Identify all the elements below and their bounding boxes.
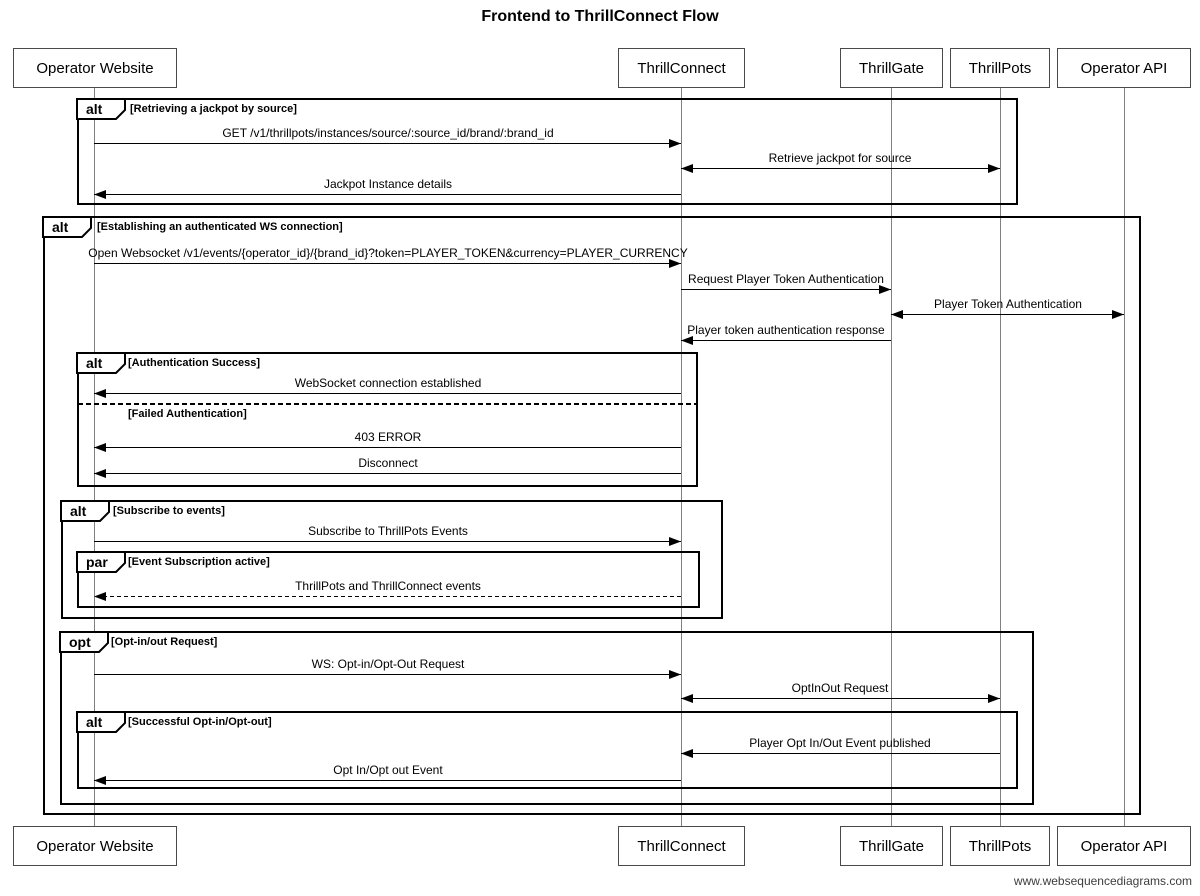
diagram-title: Frontend to ThrillConnect Flow: [481, 8, 719, 25]
frame-tab: [42, 216, 92, 238]
arrowhead-right: [879, 285, 891, 294]
message-label: Disconnect: [358, 456, 418, 470]
message-opt-event: [94, 776, 681, 785]
participant-operator-website-bottom: Operator Website: [13, 826, 177, 866]
arrowhead-left: [681, 164, 693, 173]
arrowhead-right: [669, 259, 681, 268]
arrowhead-left: [94, 443, 106, 452]
frame-operator-label: opt: [69, 634, 91, 650]
arrowhead-left: [681, 336, 693, 345]
message-open-websocket: [94, 259, 681, 268]
frame-operator-label: par: [86, 554, 108, 570]
frame-tab: [59, 631, 109, 653]
arrowhead-left: [681, 694, 693, 703]
message-label: ThrillPots and ThrillConnect events: [295, 579, 481, 593]
participant-operator-api-top: Operator API: [1057, 48, 1191, 88]
frame-condition: [Event Subscription active]: [128, 556, 270, 568]
arrowhead-left: [681, 749, 693, 758]
message-label: Jackpot Instance details: [323, 177, 453, 191]
message-label: OptInOut Request: [791, 681, 889, 695]
frame-alt-retrieving-jackpot: [77, 98, 1018, 205]
message-optinout-request: [681, 694, 1000, 703]
arrowhead-right: [669, 537, 681, 546]
frame-condition: [Successful Opt-in/Opt-out]: [128, 716, 272, 728]
message-retrieve-jackpot: [681, 164, 1000, 173]
message-jackpot-details: [94, 190, 681, 199]
message-events-stream: [94, 592, 681, 601]
arrowhead-right: [669, 139, 681, 148]
message-subscribe-events: [94, 537, 681, 546]
message-label: Player Opt In/Out Event published: [749, 736, 931, 750]
message-player-token-auth: [891, 310, 1124, 319]
frame-tab: [76, 352, 126, 374]
message-ws-optinout-request: [94, 670, 681, 679]
message-label: GET /v1/thrillpots/instances/source/:sou…: [222, 126, 554, 140]
arrowhead-left: [891, 310, 903, 319]
arrowhead-left: [94, 776, 106, 785]
frame-tab: [76, 551, 126, 573]
message-403-error: [94, 443, 681, 452]
message-token-auth-response: [681, 336, 891, 345]
alt-else-condition: [Failed Authentication]: [128, 408, 247, 420]
frame-operator-label: alt: [86, 101, 103, 117]
participant-thrillpots-bottom: ThrillPots: [950, 826, 1050, 866]
message-label: WS: Opt-in/Opt-Out Request: [311, 657, 465, 671]
arrowhead-right: [988, 694, 1000, 703]
frame-tab: [60, 500, 110, 522]
message-ws-established: [94, 389, 681, 398]
frame-condition: [Subscribe to events]: [113, 505, 225, 517]
arrowhead-right: [1112, 310, 1124, 319]
participant-thrillgate-bottom: ThrillGate: [840, 826, 943, 866]
message-request-token-auth: [681, 285, 891, 294]
frame-operator-label: alt: [86, 355, 103, 371]
message-label: Open Websocket /v1/events/{operator_id}/…: [88, 246, 688, 260]
message-label: Player Token Authentication: [934, 297, 1082, 311]
arrowhead-right: [669, 670, 681, 679]
frame-par-events: [77, 551, 700, 608]
participant-thrillconnect-top: ThrillConnect: [618, 48, 745, 88]
participant-thrillconnect-bottom: ThrillConnect: [618, 826, 745, 866]
frame-alt-ws-connection: [43, 216, 1141, 815]
watermark: www.websequencediagrams.com: [1013, 874, 1192, 888]
message-label: Opt In/Opt out Event: [333, 763, 443, 777]
frame-alt-authentication: [77, 352, 698, 487]
message-label: Subscribe to ThrillPots Events: [308, 524, 468, 538]
frame-operator-label: alt: [52, 219, 69, 235]
frame-condition: [Opt-in/out Request]: [111, 636, 218, 648]
frame-alt-successful-opt: [77, 711, 1018, 789]
message-label: Retrieve jackpot for source: [768, 151, 912, 165]
frame-condition: [Authentication Success]: [128, 357, 261, 369]
frame-condition: [Retrieving a jackpot by source]: [130, 103, 297, 115]
frame-condition: [Establishing an authenticated WS connec…: [97, 221, 343, 233]
participant-operator-website-top: Operator Website: [13, 48, 177, 88]
message-label: Player token authentication response: [687, 323, 885, 337]
message-get-jackpot: [94, 139, 681, 148]
message-label: Request Player Token Authentication: [688, 272, 884, 286]
frame-alt-subscribe: [61, 500, 723, 619]
arrowhead-left: [94, 592, 106, 601]
participant-thrillgate-top: ThrillGate: [840, 48, 943, 88]
frame-tab: [76, 98, 126, 120]
frame-operator-label: alt: [70, 503, 87, 519]
arrowhead-left: [94, 469, 106, 478]
message-label: 403 ERROR: [354, 430, 422, 444]
participant-thrillpots-top: ThrillPots: [950, 48, 1050, 88]
arrowhead-right: [988, 164, 1000, 173]
arrowhead-left: [94, 190, 106, 199]
frame-tab: [76, 711, 126, 733]
message-disconnect: [94, 469, 681, 478]
frame-operator-label: alt: [86, 714, 103, 730]
participant-operator-api-bottom: Operator API: [1057, 826, 1191, 866]
message-opt-event-published: [681, 749, 1000, 758]
message-label: WebSocket connection established: [294, 376, 482, 390]
frame-opt-optinout: [60, 631, 1034, 805]
arrowhead-left: [94, 389, 106, 398]
